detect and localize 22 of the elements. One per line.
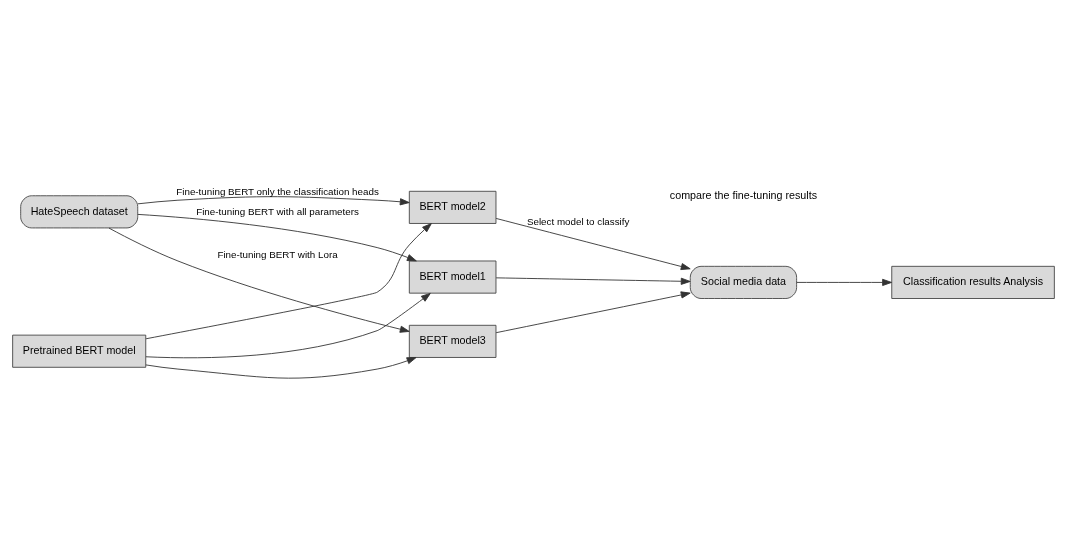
- edge-label: Fine-tuning BERT with Lora: [217, 248, 338, 260]
- node-box: BERT model3: [408, 324, 497, 358]
- node-box: Pretrained BERT model: [12, 334, 147, 368]
- arrow: [495, 276, 691, 285]
- arrow: [137, 195, 410, 205]
- node-box: Social media data: [689, 265, 798, 299]
- arrow: [495, 217, 691, 270]
- edge-label: Select model to classify: [526, 215, 630, 227]
- node-box: HateSpeech dataset: [20, 194, 139, 228]
- edge-label: Fine-tuning BERT with all parameters: [196, 205, 359, 217]
- node-box: BERT model2: [408, 190, 497, 224]
- node-box: BERT model1: [408, 260, 497, 294]
- arrow: [145, 356, 417, 379]
- label: compare the fine-tuning results: [669, 188, 818, 201]
- arrow: [137, 213, 417, 261]
- arrow: [145, 222, 432, 339]
- arrow: [108, 227, 410, 333]
- node-box: Classification results Analysis: [891, 265, 1055, 299]
- arrow: [495, 290, 691, 333]
- arrow: [145, 292, 431, 358]
- edge-label: Fine-tuning BERT only the classification heads: [176, 185, 379, 197]
- arrow: [796, 278, 892, 286]
